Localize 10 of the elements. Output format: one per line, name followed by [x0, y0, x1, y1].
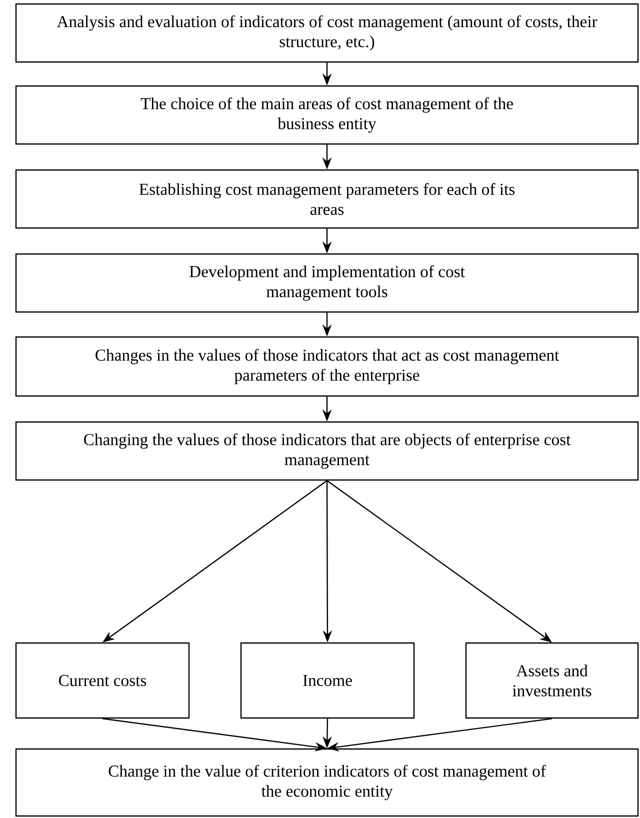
process-box: Income: [240, 642, 415, 719]
process-box: Development and implementation of cost management tools: [15, 253, 639, 313]
process-box: Establishing cost management parameters for each of its areas: [15, 169, 639, 229]
process-box: Assets and investments: [465, 642, 639, 719]
process-box: Change in the value of criterion indicators of cost management of the economic entity: [15, 748, 639, 817]
process-box: Changes in the values of those indicators that act as cost management parameters of the enterprise: [15, 336, 639, 397]
process-box: The choice of the main areas of cost management of the business entity: [15, 85, 639, 145]
process-box: Current costs: [15, 642, 190, 719]
process-box: Changing the values of those indicators that are objects of enterprise cost management: [15, 421, 639, 481]
process-box: Analysis and evaluation of indicators of cost management (amount of costs, their structure, etc.): [15, 3, 639, 63]
